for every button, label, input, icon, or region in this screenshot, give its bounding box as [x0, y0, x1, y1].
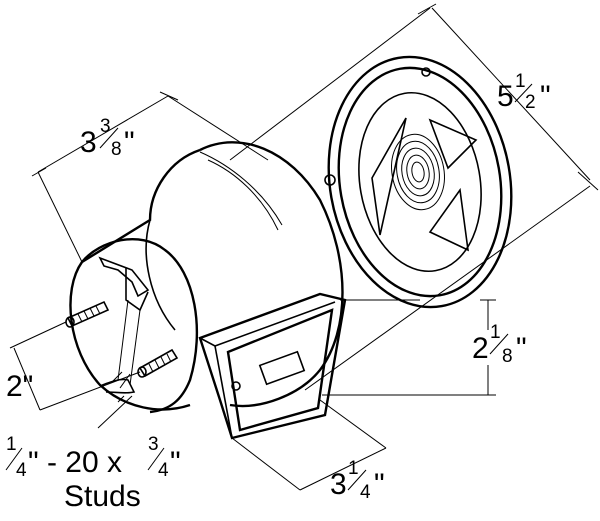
lens-screw-top [421, 67, 431, 77]
side-width-den: 4 [360, 482, 371, 503]
lamp-housing [69, 141, 344, 414]
lens-diameter-den: 2 [525, 92, 536, 113]
dimension-lines [9, 3, 599, 491]
stud-size-mid: " - 20 x [28, 446, 130, 479]
side-width-whole: 3 [330, 468, 347, 501]
housing-depth-unit: " [124, 126, 135, 159]
front-lens [324, 55, 513, 309]
side-height-whole: 2 [472, 332, 489, 365]
stud-length-den: 4 [158, 460, 169, 481]
lens-center-rings [391, 133, 445, 211]
studs-label: Studs [64, 480, 141, 513]
stud-size-num: 1 [6, 434, 17, 455]
label-housing-depth: 3 3 8 " [80, 116, 135, 160]
housing-depth-den: 8 [111, 139, 122, 160]
stud-size-den: 4 [16, 460, 27, 481]
side-height-num: 1 [490, 322, 501, 343]
side-width-unit: " [374, 468, 385, 501]
studs-callout: 1 4 " - 20 x 3 4 " Studs [5, 434, 181, 513]
stud-lower [137, 348, 179, 378]
side-marker-light [198, 292, 347, 440]
housing-depth-whole: 3 [80, 126, 97, 159]
stud-spacing-label: 2" [6, 370, 33, 403]
housing-depth-num: 3 [100, 116, 111, 137]
label-side-light-width: 3 1 4 " [330, 458, 385, 503]
side-width-num: 1 [348, 458, 359, 479]
stud-length-num: 3 [148, 434, 159, 455]
lens-diameter-whole: 5 [497, 80, 514, 113]
side-height-den: 8 [502, 346, 513, 367]
label-lens-diameter: 5 1 2 " [497, 71, 551, 113]
lens-diameter-num: 1 [515, 71, 526, 92]
lens-diameter-unit: " [540, 80, 551, 113]
side-height-unit: " [516, 332, 527, 365]
stud-length-unit: " [170, 446, 181, 479]
label-side-light-height: 2 1 8 " [472, 322, 527, 367]
marker-screw [231, 381, 241, 391]
reflector-window [258, 350, 306, 386]
lens-screw-left [324, 174, 336, 186]
